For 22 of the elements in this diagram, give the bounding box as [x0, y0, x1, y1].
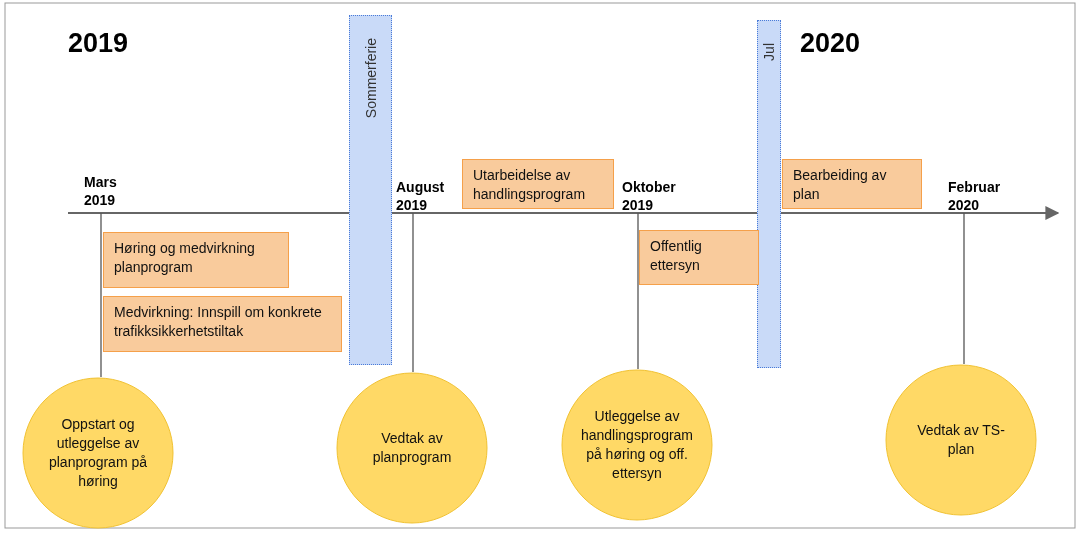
task-box: Utarbeidelse av handlingsprogram — [462, 159, 614, 209]
period-label: Jul — [761, 43, 777, 61]
period-band — [349, 15, 392, 365]
connector-line — [637, 212, 639, 370]
year-label: 2019 — [68, 28, 129, 59]
milestone-label: Oppstart og utleggelse av planprogram på høring — [47, 415, 149, 491]
connector-line — [412, 212, 414, 373]
milestone-label: Vedtak av TS-plan — [916, 421, 1006, 459]
period-label: Sommerferie — [362, 38, 379, 119]
date-label: Mars 2019 — [84, 173, 144, 209]
task-box: Medvirkning: Innspill om konkrete trafikksikkerhetstiltak — [103, 296, 342, 352]
connector-line — [100, 212, 102, 378]
year-label: 2020 — [800, 28, 861, 59]
milestone-label: Utleggelse av handlingsprogram på høring og off. ettersyn — [579, 407, 695, 483]
task-box: Høring og medvirkning planprogram — [103, 232, 289, 288]
task-box: Offentlig ettersyn — [639, 230, 759, 285]
milestone-label: Vedtak av planprogram — [371, 429, 453, 467]
date-label: Oktober 2019 — [622, 178, 697, 214]
date-label: Februar 2020 — [948, 178, 1023, 214]
period-band — [757, 20, 781, 368]
task-box: Bearbeiding av plan — [782, 159, 922, 209]
connector-line — [963, 212, 965, 365]
